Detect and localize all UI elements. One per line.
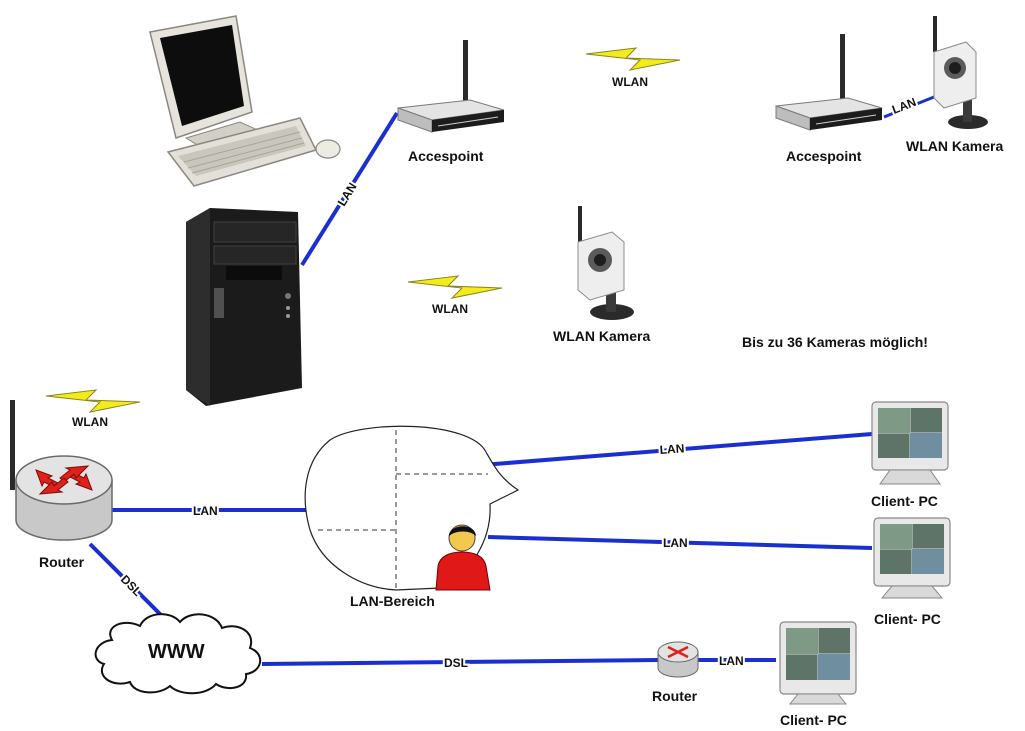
camera-icon	[933, 16, 988, 129]
internet-cloud: WWW	[94, 613, 261, 695]
wlan-camera-1-label: WLAN Kamera	[906, 138, 1003, 154]
lightning-icon	[45, 389, 141, 413]
accesspoint-1: Accespoint	[397, 40, 505, 164]
mouse-icon	[315, 139, 341, 159]
internet-label: WWW	[148, 641, 205, 663]
link-label-lan-client-1: LAN	[659, 441, 685, 457]
monitor-icon	[779, 621, 857, 705]
monitor-icon	[873, 517, 951, 599]
client-pc-2-label: Client- PC	[874, 611, 941, 627]
accesspoint-1-label: Accespoint	[408, 148, 484, 164]
link-label-lan-client-2: LAN	[663, 536, 688, 550]
cameras-note: Bis zu 36 Kameras möglich!	[742, 334, 928, 350]
camera-icon	[577, 206, 634, 320]
wlan-camera-1: WLAN Kamera	[906, 16, 1003, 154]
monitor-icon	[149, 15, 264, 151]
link-label-router-lan: LAN	[193, 504, 218, 518]
wlan-camera-2: WLAN Kamera	[553, 206, 650, 344]
link-lan-client-2	[487, 535, 873, 550]
accesspoint-icon	[775, 34, 883, 131]
lan-area-label: LAN-Bereich	[350, 593, 435, 609]
accesspoint-icon	[397, 40, 505, 133]
wlan-signal-router: WLAN	[45, 389, 141, 429]
router-icon	[10, 400, 113, 541]
desktop-computer	[149, 15, 341, 187]
client-pc-1: Client- PC	[871, 401, 949, 509]
keyboard-icon	[166, 117, 318, 187]
link-server-accesspoint	[300, 111, 399, 267]
router-small: Router	[652, 641, 699, 704]
wlan-camera-2-label: WLAN Kamera	[553, 328, 650, 344]
link-www-router-small	[261, 658, 661, 666]
monitor-icon	[871, 401, 949, 485]
link-label-www-dsl: DSL	[444, 656, 468, 670]
lan-area: LAN-Bereich	[304, 425, 520, 609]
lightning-icon	[407, 275, 503, 299]
cloud-icon	[94, 613, 261, 695]
wlan-middle-label: WLAN	[432, 302, 468, 316]
wlan-router-label: WLAN	[72, 415, 108, 429]
link-label-router-client-3: LAN	[719, 654, 744, 668]
wlan-signal-top: WLAN	[585, 47, 681, 89]
wlan-signal-middle: WLAN	[407, 275, 503, 316]
router-small-label: Router	[652, 688, 698, 704]
link-lan-client-1	[481, 432, 873, 467]
router-main-label: Router	[39, 554, 85, 570]
link-label-accesspoint-camera: LAN	[890, 95, 918, 117]
lightning-icon	[585, 47, 681, 71]
client-pc-3-label: Client- PC	[780, 712, 847, 728]
router-main: Router	[10, 400, 113, 570]
client-pc-2: Client- PC	[873, 517, 951, 627]
client-pc-3: Client- PC	[779, 621, 857, 728]
accesspoint-2: Accespoint	[775, 34, 883, 164]
client-pc-1-label: Client- PC	[871, 493, 938, 509]
link-label-server-accesspoint: LAN	[335, 180, 360, 208]
router-icon	[657, 641, 699, 678]
accesspoint-2-label: Accespoint	[786, 148, 862, 164]
wlan-top-label: WLAN	[612, 75, 648, 89]
server-tower-icon	[186, 208, 302, 406]
link-accesspoint-camera	[883, 95, 935, 119]
user-icon	[435, 524, 491, 591]
